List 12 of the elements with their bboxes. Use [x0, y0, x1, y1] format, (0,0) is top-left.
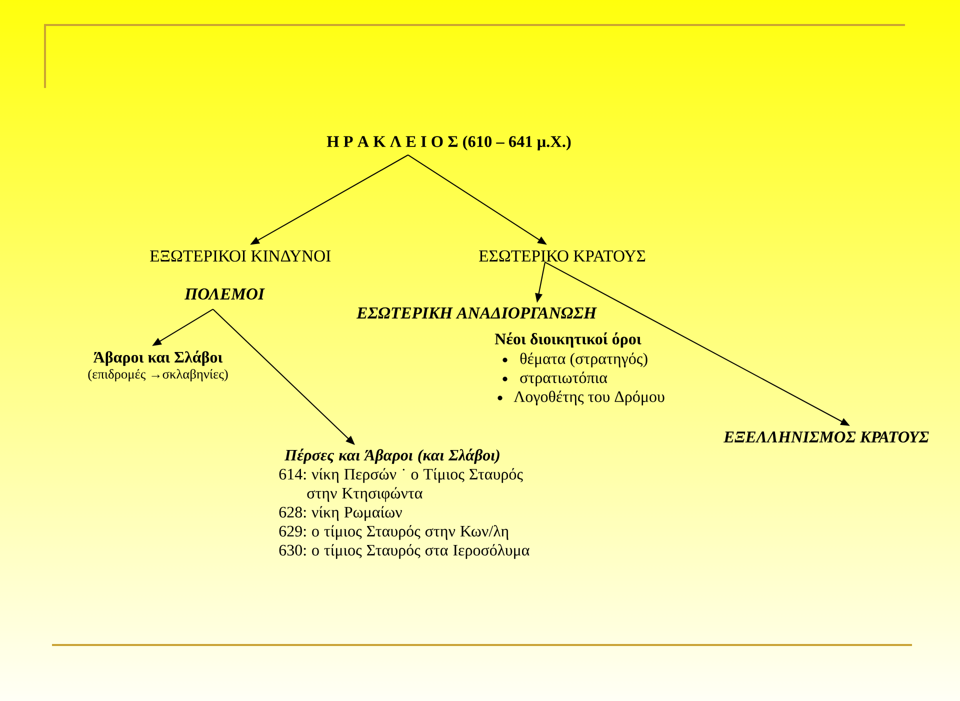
subheading: ΕΞΕΛΛΗΝΙΣΜΟΣ ΚΡΑΤΟΥΣ [723, 432, 929, 443]
branch-heading: ΕΞΩΤΕΡΙΚΟΙ ΚΙΝΔΥΝΟΙ [150, 250, 331, 262]
bullet-item: στρατιωτόπια [520, 372, 608, 386]
event-list: Πέρσες και Άβαροι (και Σλάβοι) 614: νίκη Περσών ˙ ο Τίμιος Σταυρός στην Κτησιφώντα 628: νίκη Ρωμαίων 629: ο τίμιος Σταυρός στην Κων/λη 630: ο τίμιος Σταυρός στα Ιεροσόλυμα [279, 448, 530, 559]
topic-label: Άβαροι και Σλάβοι (επιδρομές →σκλαβηνίες) [88, 350, 228, 382]
list-heading: Νέοι διοικητικοί όροι [494, 332, 642, 348]
subheading: ΠΟΛΕΜΟΙ [184, 288, 265, 300]
subheading: ΕΣΩΤΕΡΙΚΗ ΑΝΑΔΙΟΡΓΑΝΩΣΗ [356, 307, 597, 319]
bullet-item: θέματα (στρατηγός) [520, 352, 648, 368]
branch-heading: ΕΣΩΤΕΡΙΚΟ ΚΡΑΤΟΥΣ [479, 250, 646, 262]
bullet-item: Λογοθέτης του Δρόμου [514, 390, 664, 406]
title-text: Η Ρ Α Κ Λ Ε Ι Ο Σ (610 – 641 μ.Χ.) [326, 136, 571, 150]
